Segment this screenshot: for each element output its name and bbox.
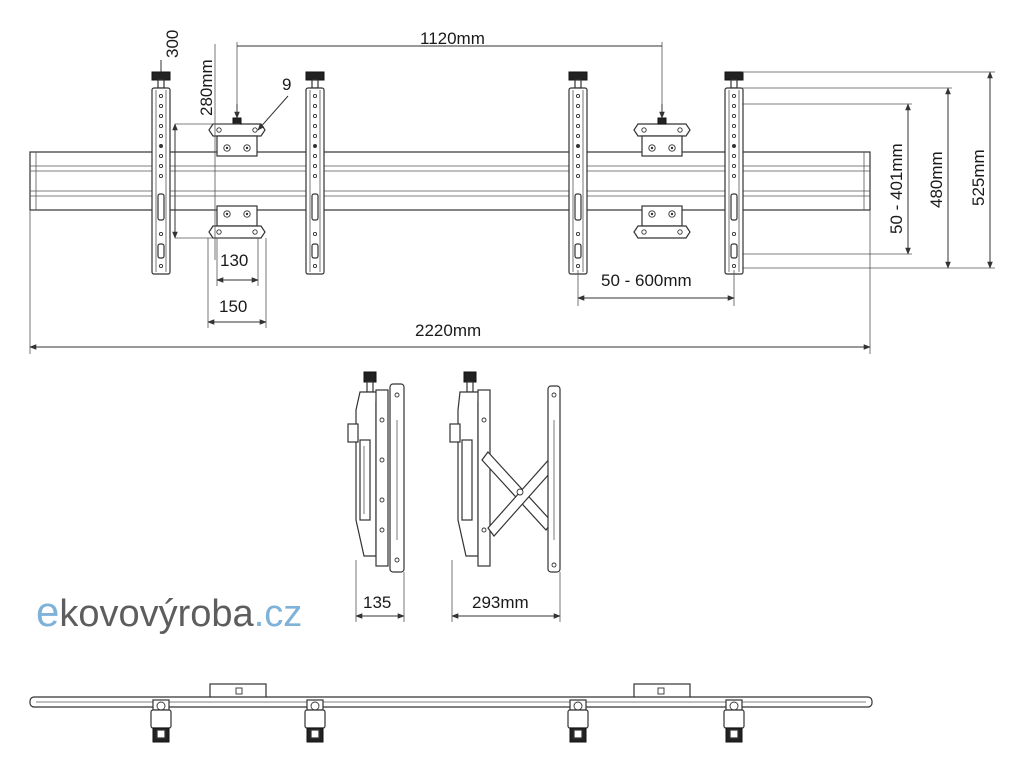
- label-bracket-outer: 150: [219, 297, 247, 316]
- label-bracket-inner: 130: [220, 251, 248, 270]
- adapter-plate-right-top: [633, 117, 691, 157]
- label-small-offset: 9: [282, 75, 291, 94]
- label-vesa-horizontal: 50 - 600mm: [601, 271, 692, 290]
- label-bracket-vertical: 280mm: [197, 59, 216, 116]
- dimension-lines: [29, 42, 995, 354]
- watermark-first-letter: e: [36, 588, 59, 635]
- mounting-post-4: [724, 71, 744, 275]
- mounting-post-3: [568, 71, 588, 275]
- dimension-labels: 1120mm 300 280mm 9 130 150 50 - 600mm 22…: [163, 29, 988, 340]
- bottom-view: [29, 683, 873, 743]
- label-overall-length: 2220mm: [415, 321, 481, 340]
- label-depth-open: 293mm: [472, 593, 529, 612]
- mounting-post-1: [151, 71, 171, 275]
- watermark-text: ekovovýroba.cz: [36, 588, 302, 635]
- label-height-mid: 480mm: [927, 151, 946, 208]
- side-view-open: 293mm: [449, 371, 561, 622]
- front-view: [29, 71, 871, 275]
- watermark-logo: ekovovýroba.cz: [36, 588, 302, 635]
- label-vesa-vertical: 50 - 401mm: [887, 143, 906, 234]
- watermark-tld: .cz: [254, 593, 303, 635]
- mounting-post-2: [305, 71, 325, 275]
- label-height-total: 525mm: [969, 149, 988, 206]
- label-depth-closed: 135: [363, 593, 391, 612]
- label-top-height: 300: [163, 30, 182, 58]
- adapter-plate-right-bottom: [633, 205, 691, 239]
- label-stud-spacing: 1120mm: [420, 29, 485, 48]
- adapter-plate-left-bottom: [208, 205, 266, 239]
- watermark-name: kovovýroba: [59, 593, 254, 635]
- side-view-closed: 135: [347, 371, 405, 622]
